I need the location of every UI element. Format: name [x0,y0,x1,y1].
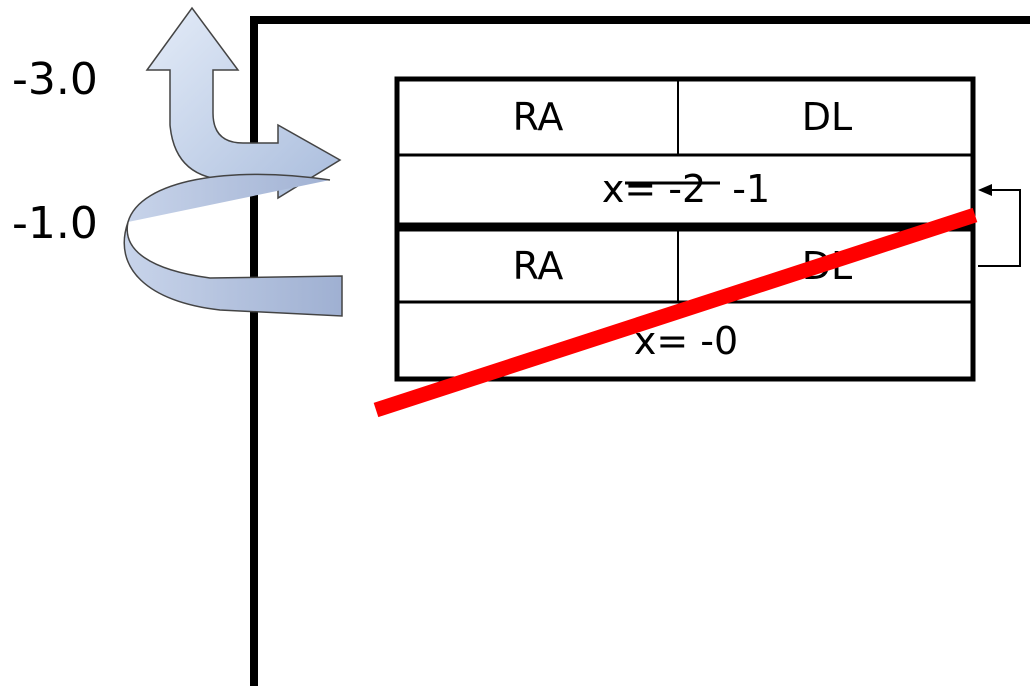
frame-1 [394,76,976,228]
frame-1-x-new-value: -1 [732,167,771,211]
frame-1-x-row: x= -2 -1 [400,170,972,208]
frame-2-dl-cell: DL [801,244,853,288]
label-top-value: -3.0 [12,54,98,105]
frame-2-x-prefix: x= [633,319,689,363]
frame-2-ra-cell: RA [512,244,564,288]
label-middle-value: -1.0 [12,198,98,249]
stack-frame [250,16,1030,686]
frame-2-x-value: -0 [700,319,739,363]
frame-1-ra-cell: RA [512,95,564,139]
spiral-arrow-icon [123,173,343,317]
frame-1-x-old-value: -2 [668,167,707,211]
return-arrow-icon [978,184,1021,267]
frame-2-x-row: x= -0 [400,322,972,360]
curved-up-arrow-icon [145,6,342,200]
frame-1-dl-cell: DL [801,95,853,139]
frame-1-x-prefix: x= [601,167,657,211]
